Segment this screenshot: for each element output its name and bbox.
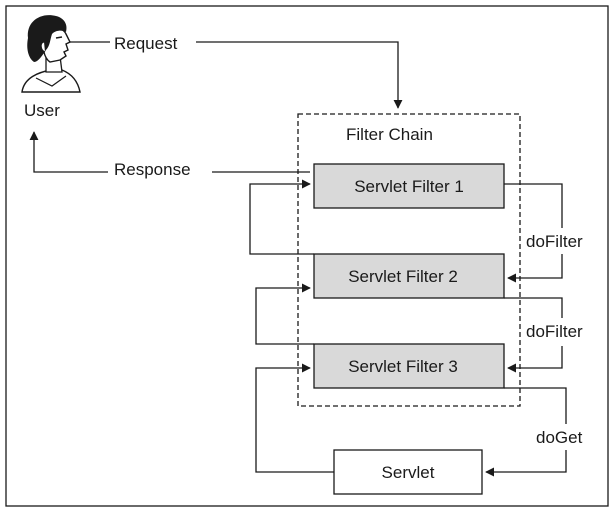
dofilter-1-arrow xyxy=(504,183,563,228)
servlet-box xyxy=(333,449,483,495)
dofilter-2-arrow xyxy=(504,297,563,318)
response-label: Response xyxy=(114,160,191,179)
user-head-icon xyxy=(21,15,81,93)
servlet-filter-2-label: Servlet Filter 2 xyxy=(348,267,458,286)
dofilter-1-label: doFilter xyxy=(526,232,583,251)
filter-chain-container xyxy=(297,113,521,407)
request-label: Request xyxy=(114,34,178,53)
return-filter3-to-filter2-arrow xyxy=(255,283,314,345)
servlet-filter-2-box xyxy=(313,253,505,299)
request-arrow-tail xyxy=(196,41,403,109)
doget-arrow-head xyxy=(485,450,567,477)
servlet-filter-3-box xyxy=(313,343,505,389)
servlet-filter-1-box xyxy=(313,163,505,209)
return-servlet-to-filter3-arrow xyxy=(255,363,334,473)
servlet-label: Servlet xyxy=(382,463,435,482)
user-label: User xyxy=(24,101,60,120)
response-arrow-head xyxy=(29,131,108,173)
doget-arrow xyxy=(504,387,567,424)
filter-chain-label: Filter Chain xyxy=(346,125,433,144)
dofilter-1-arrow-head xyxy=(507,254,563,283)
doget-label: doGet xyxy=(536,428,583,447)
servlet-filter-3-label: Servlet Filter 3 xyxy=(348,357,458,376)
diagram-frame xyxy=(5,5,609,507)
return-filter2-to-filter1-arrow xyxy=(249,179,314,255)
dofilter-2-label: doFilter xyxy=(526,322,583,341)
dofilter-2-arrow-head xyxy=(507,346,563,373)
servlet-filter-1-label: Servlet Filter 1 xyxy=(354,177,464,196)
